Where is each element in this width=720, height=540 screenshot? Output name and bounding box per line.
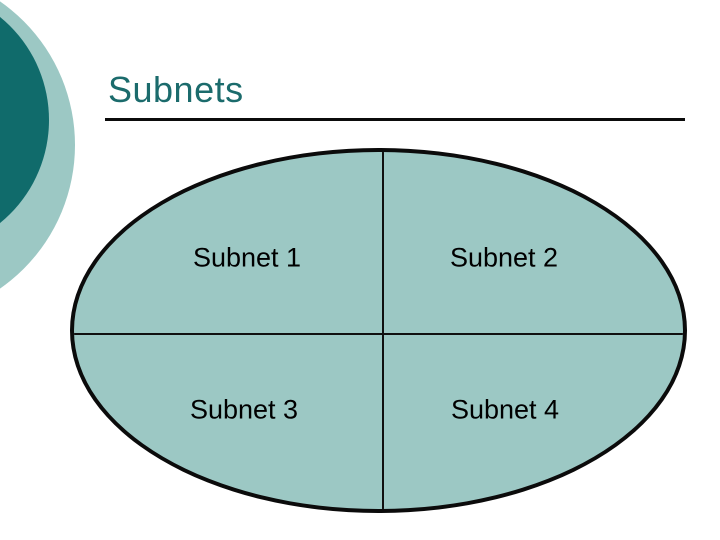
subnet-label-2: Subnet 2 — [449, 242, 559, 273]
title-underline — [105, 118, 685, 121]
subnet-label-1: Subnet 1 — [192, 242, 302, 273]
horizontal-divider-line — [74, 333, 683, 335]
slide-title: Subnets — [108, 69, 244, 110]
vertical-divider-line — [382, 152, 384, 509]
subnet-label-4: Subnet 4 — [450, 394, 560, 425]
subnet-ellipse-diagram: Subnet 1 Subnet 2 Subnet 3 Subnet 4 — [70, 148, 687, 513]
subnet-label-3: Subnet 3 — [189, 394, 299, 425]
